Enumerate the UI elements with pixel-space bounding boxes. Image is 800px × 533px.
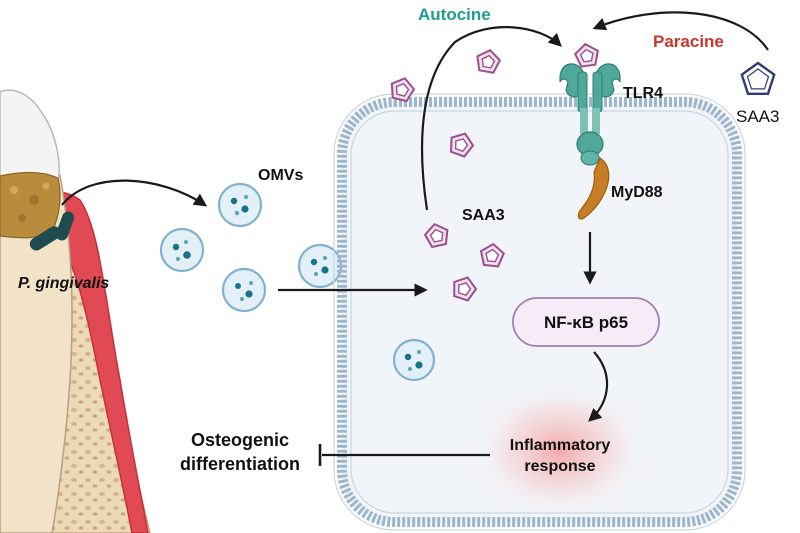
tooth-icon [0, 89, 151, 533]
nfkb-label: NF-κB p65 [544, 313, 628, 332]
saa3-paracine-icon [740, 61, 776, 96]
vesicle-outer-4 [297, 243, 343, 289]
tlr4-label: TLR4 [623, 85, 663, 102]
saa3-paracine-label: SAA3 [736, 107, 779, 126]
saa3-molecule-6 [479, 242, 505, 268]
myd88-adaptor-icon [577, 157, 610, 220]
vesicle-outer-1 [217, 182, 263, 228]
saa3-molecule-1 [476, 48, 502, 74]
arrow-nfkb-to-inflammation [588, 351, 609, 422]
osteogenic-label-line1: Osteogenic [191, 430, 289, 450]
arrow-autocine [420, 26, 562, 211]
vesicle-outer-2 [159, 227, 205, 273]
tlr4-receptor-icon [559, 63, 621, 166]
bacterium-label: P. gingivalis [18, 275, 109, 292]
saa3-molecule-7 [453, 276, 478, 302]
saa3-molecule-3 [573, 42, 599, 68]
osteogenic-label-line2: differentiation [180, 454, 300, 474]
arrow-bacteria-to-omvs [61, 179, 208, 207]
vesicle-inner [392, 338, 436, 382]
saa3-label: SAA3 [462, 207, 505, 224]
inflammatory-label-line1: Inflammatory [510, 437, 611, 454]
saa3-molecule-2 [390, 77, 416, 103]
bacteria-icon [29, 211, 75, 251]
saa3-molecule-4 [449, 132, 475, 158]
paracine-label: Paracine [653, 32, 724, 51]
saa3-molecules [390, 42, 599, 302]
myd88-label: MyD88 [611, 184, 663, 201]
omvs-label: OMVs [258, 167, 303, 184]
autocine-label: Autocine [418, 5, 491, 24]
inflammation-glow [468, 380, 652, 520]
nfkb-box [512, 297, 660, 347]
vesicle-outer-3 [221, 267, 267, 313]
saa3-molecule-5 [423, 223, 449, 249]
inflammatory-label-line2: response [524, 458, 595, 475]
arrow-paracine [592, 11, 769, 51]
